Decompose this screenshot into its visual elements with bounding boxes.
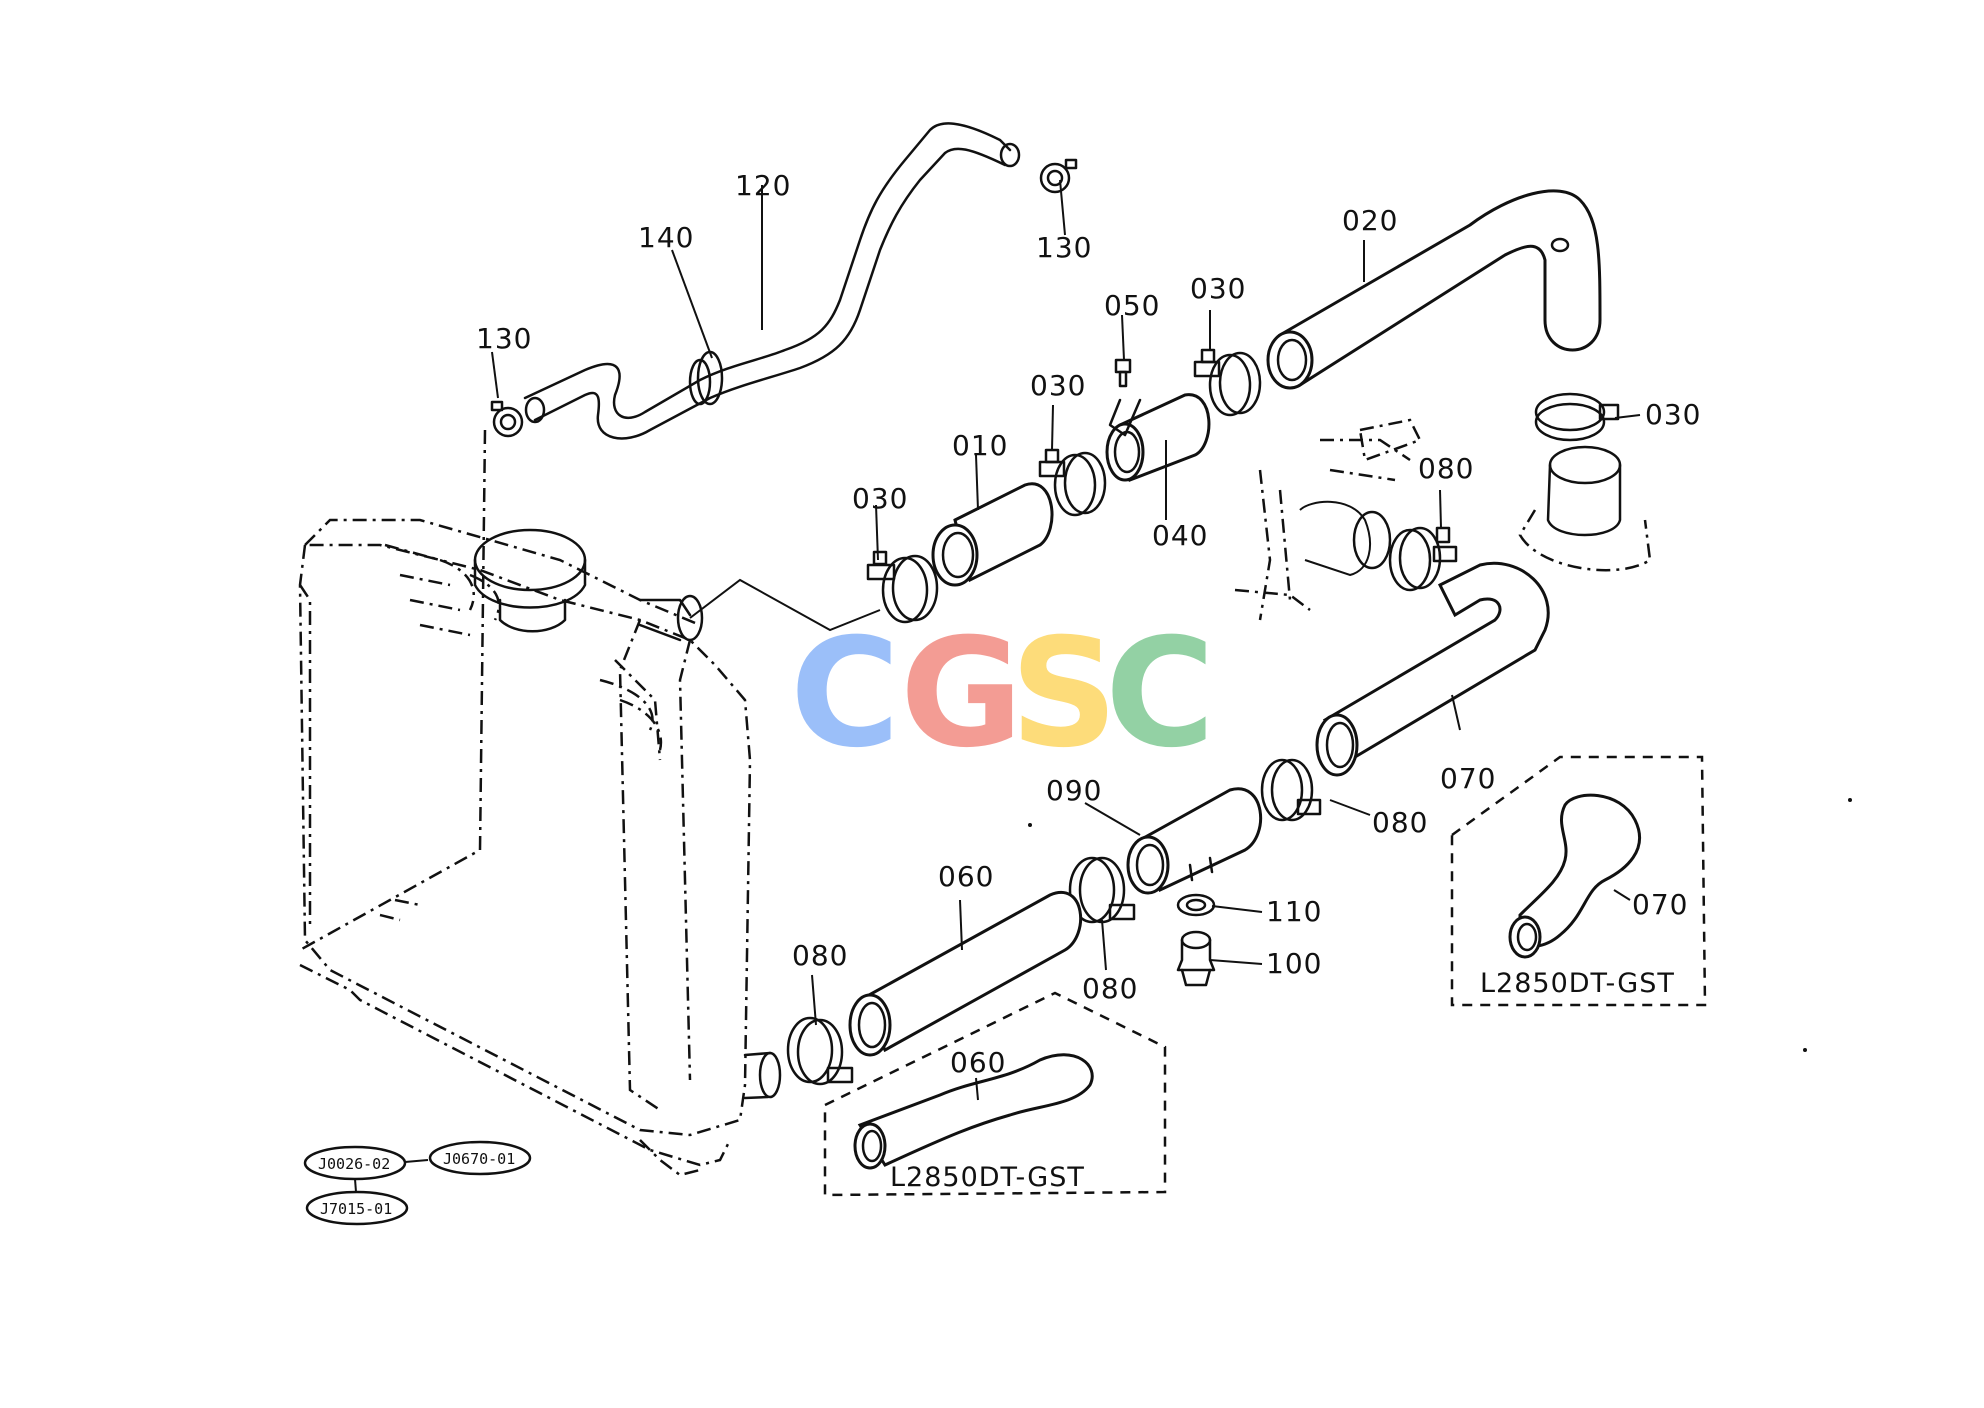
label-080-b: 080 bbox=[1372, 806, 1428, 839]
hose-070 bbox=[1315, 561, 1550, 777]
label-100: 100 bbox=[1266, 947, 1322, 980]
clamp-030-d bbox=[1534, 392, 1620, 442]
variant-label-060: L2850DT-GST bbox=[890, 1162, 1085, 1193]
clamp-080-a bbox=[1388, 526, 1458, 592]
clamp-080-d bbox=[786, 1016, 854, 1086]
label-080-c: 080 bbox=[1082, 972, 1138, 1005]
watermark-letter-c2: C bbox=[1105, 607, 1215, 781]
label-040: 040 bbox=[1152, 519, 1208, 552]
watermark: C G S C bbox=[790, 607, 1215, 781]
label-030-a: 030 bbox=[852, 482, 908, 515]
label-030-b: 030 bbox=[1030, 369, 1086, 402]
label-050: 050 bbox=[1104, 289, 1160, 322]
leader-lines bbox=[491, 179, 1641, 1101]
gasket-110 bbox=[1176, 893, 1216, 917]
label-090: 090 bbox=[1046, 774, 1102, 807]
radiator bbox=[298, 429, 881, 1177]
pipe-090 bbox=[1126, 787, 1262, 895]
label-030-c: 030 bbox=[1190, 272, 1246, 305]
label-130-left: 130 bbox=[476, 322, 532, 355]
variant-label-070: L2850DT-GST bbox=[1480, 968, 1675, 999]
clamp-030-a bbox=[866, 550, 939, 624]
reference-2: J0670-01 bbox=[443, 1150, 515, 1168]
watermark-letter-g: G bbox=[900, 607, 1023, 781]
label-070-variant: 070 bbox=[1632, 888, 1688, 921]
clamp-030-c bbox=[1193, 348, 1262, 417]
reference-1: J0026-02 bbox=[318, 1155, 390, 1173]
label-140: 140 bbox=[638, 221, 694, 254]
label-020: 020 bbox=[1342, 204, 1398, 237]
label-010: 010 bbox=[952, 429, 1008, 462]
reference-3: J7015-01 bbox=[320, 1200, 392, 1218]
clamp-080-b bbox=[1260, 758, 1322, 822]
engine-fitting bbox=[1234, 418, 1422, 621]
label-130-right: 130 bbox=[1036, 231, 1092, 264]
clamp-130-right bbox=[1039, 158, 1078, 194]
hose-010 bbox=[931, 482, 1054, 587]
watermark-letter-c1: C bbox=[790, 607, 900, 781]
reference-links: J0026-02 J0670-01 J7015-01 bbox=[303, 1140, 532, 1226]
label-030-d: 030 bbox=[1645, 398, 1701, 431]
hose-040 bbox=[1105, 393, 1211, 483]
label-060: 060 bbox=[938, 860, 994, 893]
label-080-a: 080 bbox=[1418, 452, 1474, 485]
watermark-letter-s: S bbox=[1010, 607, 1118, 781]
plug-100 bbox=[1176, 930, 1216, 987]
clamp-030-b bbox=[1038, 448, 1107, 517]
variant-box-070 bbox=[1450, 755, 1707, 1007]
label-060-variant: 060 bbox=[950, 1046, 1006, 1079]
hose-060 bbox=[848, 891, 1083, 1057]
label-080-d: 080 bbox=[792, 939, 848, 972]
variant-box-060 bbox=[823, 991, 1167, 1197]
part-labels: 120 140 130 130 020 030 050 030 010 030 … bbox=[476, 169, 1701, 1079]
hose-120 bbox=[523, 122, 1021, 440]
label-110: 110 bbox=[1266, 895, 1322, 928]
thermostat-housing bbox=[1518, 445, 1652, 572]
clamp-130-left bbox=[490, 400, 524, 438]
label-070: 070 bbox=[1440, 762, 1496, 795]
bolt-050 bbox=[1114, 358, 1132, 388]
hose-020 bbox=[1266, 189, 1602, 390]
label-120: 120 bbox=[735, 169, 791, 202]
